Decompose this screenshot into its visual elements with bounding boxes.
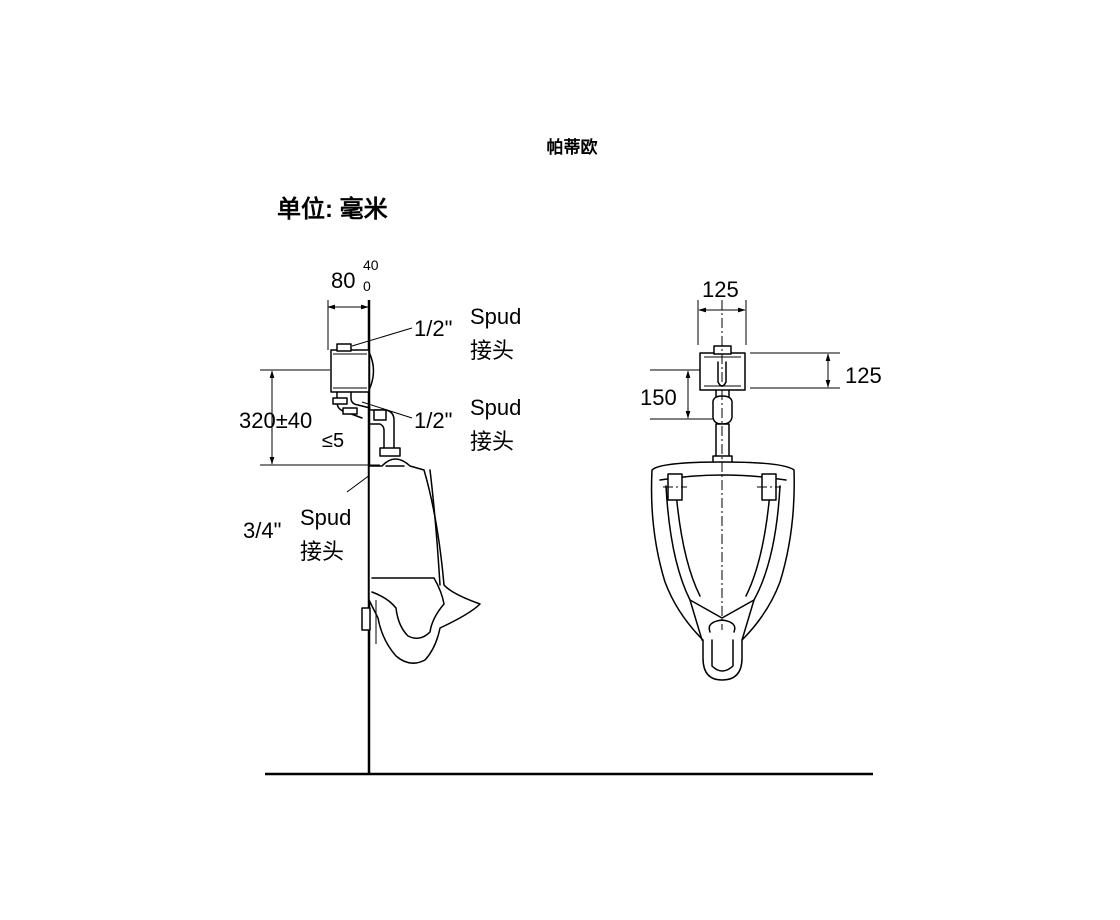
side-view: 80 40 0 1/2" Spud 接头 1/2" Spud	[239, 257, 521, 664]
front-view: 125 125 150	[640, 277, 882, 681]
urinal-bowl-front	[665, 485, 781, 619]
flush-valve-body	[330, 349, 370, 393]
brand-title: 帕蒂欧	[547, 137, 598, 157]
dim-offset-value: ≤5	[322, 430, 344, 452]
urinal-side-profile	[361, 458, 481, 664]
leader-spud-mid	[361, 401, 413, 419]
dim-width-tol-lower: 0	[363, 278, 371, 294]
spud-mid-size: 1/2"	[414, 408, 452, 433]
spud-mid-en: Spud	[470, 395, 521, 420]
spud-bottom-en: Spud	[300, 505, 351, 530]
spud-top-en: Spud	[470, 304, 521, 329]
dim-front-height-left-value: 150	[640, 385, 677, 410]
dim-width-value: 80	[331, 268, 355, 293]
fixing-bracket-left	[663, 473, 687, 501]
urinal-front-body	[650, 461, 795, 681]
dim-height-value: 320±40	[239, 408, 312, 433]
spud-bottom-size: 3/4"	[243, 518, 281, 543]
fixing-bracket-right	[757, 473, 781, 501]
unit-label: 单位: 毫米	[277, 195, 388, 223]
urinal-body-side	[368, 458, 481, 664]
dim-front-width-value: 125	[702, 277, 739, 302]
spud-mid-cn: 接头	[470, 429, 514, 454]
valve-wall-cap	[368, 351, 375, 391]
dim-front-height-right-value: 125	[845, 363, 882, 388]
spud-top-cn: 接头	[470, 338, 514, 363]
dim-width-tol-upper: 40	[363, 257, 379, 273]
leader-spud-top	[351, 327, 413, 347]
spud-top-size: 1/2"	[414, 316, 452, 341]
urinal-hanger-bracket	[361, 607, 371, 631]
spud-bottom-cn: 接头	[300, 539, 344, 564]
valve-top-spud	[336, 343, 352, 352]
spud-pipe	[369, 409, 401, 457]
flush-valve	[330, 343, 375, 419]
